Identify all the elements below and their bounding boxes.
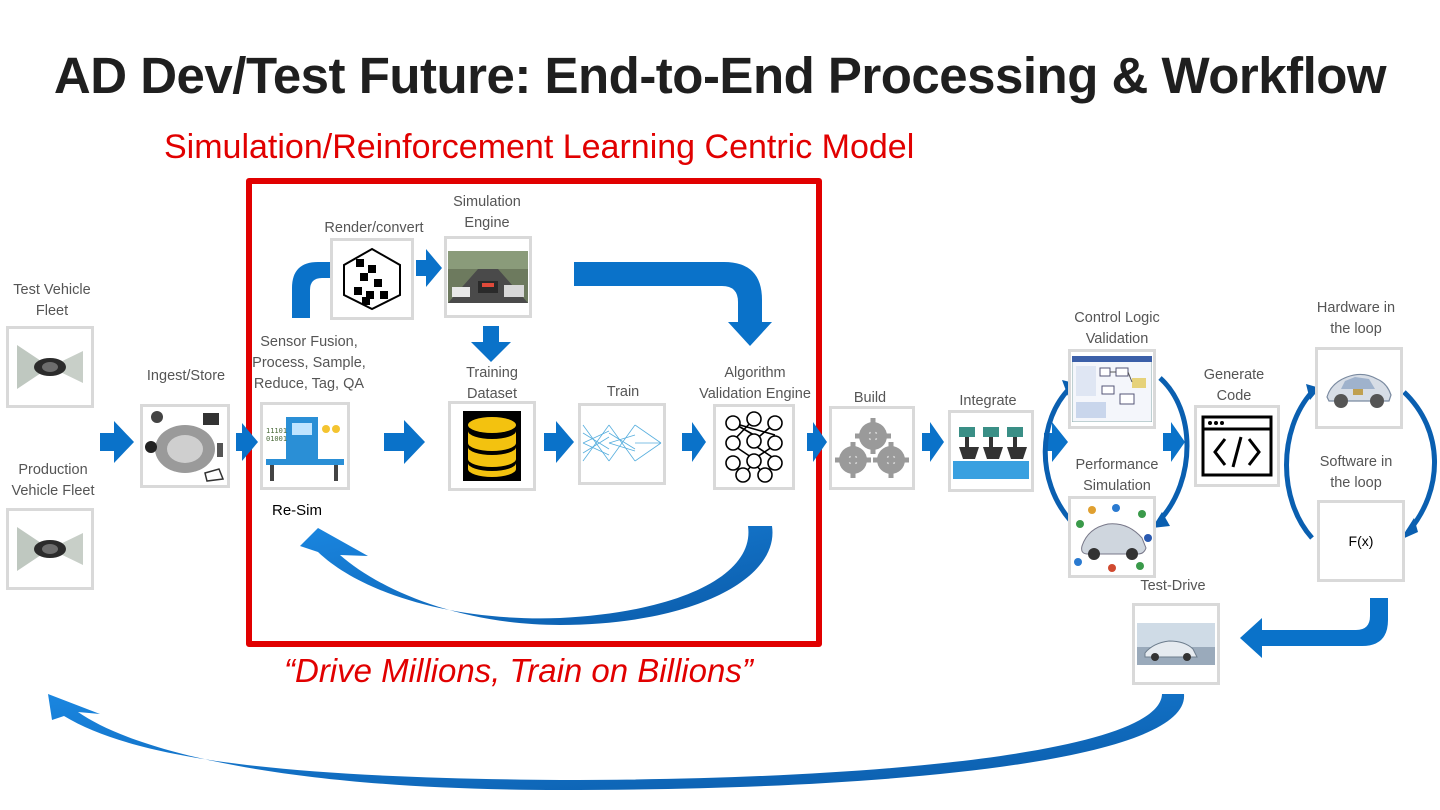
build-card	[829, 406, 915, 490]
neural-network-icon	[725, 411, 783, 483]
re-sim-label: Re-Sim	[272, 502, 323, 519]
vehicle-sensor-icon	[17, 527, 83, 571]
test-vehicle-fleet-card	[6, 326, 94, 408]
simulation-engine-label: Simulation Engine	[453, 194, 521, 231]
arrow-right	[416, 249, 442, 287]
loop-hil-right	[1402, 390, 1437, 534]
hardware-in-loop-card	[1315, 347, 1403, 429]
test-drive-image	[1137, 623, 1215, 665]
generate-code-card	[1194, 405, 1280, 487]
arrow-elbow	[1240, 598, 1388, 658]
build-label: Build	[853, 390, 887, 406]
software-in-loop-card: F(x)	[1317, 500, 1405, 582]
simulation-model-box	[246, 178, 822, 647]
simulation-engine-card	[444, 236, 532, 318]
feedback-swoosh	[48, 694, 1185, 790]
integrate-card	[948, 410, 1034, 492]
control-logic-screenshot	[1072, 356, 1152, 422]
performance-simulation-label: Performance Simulation	[1075, 457, 1159, 494]
tagline: “Drive Millions, Train on Billions”	[284, 652, 753, 689]
arrow-right	[100, 421, 134, 463]
render-convert-card	[330, 238, 414, 320]
arrow-right	[236, 423, 258, 461]
performance-car-icon	[1074, 504, 1152, 572]
car-cutaway-image	[1326, 373, 1392, 408]
production-vehicle-fleet-label: Production Vehicle Fleet	[11, 462, 95, 499]
sensor-fusion-label: Sensor Fusion, Process, Sample, Reduce, …	[252, 334, 366, 392]
factory-processing-icon: 11101 01001	[266, 417, 344, 481]
loop-right	[1158, 376, 1190, 522]
integrate-label: Integrate	[959, 393, 1017, 409]
ingest-store-card	[140, 404, 230, 488]
train-card	[578, 403, 666, 485]
database-icon	[463, 411, 521, 481]
render-convert-label: Render/convert	[324, 220, 424, 236]
ingest-store-label: Ingest/Store	[146, 368, 226, 384]
test-drive-label: Test-Drive	[1140, 578, 1206, 594]
svg-text:01001: 01001	[266, 435, 287, 443]
software-in-loop-label: Software in the loop	[1319, 454, 1393, 491]
arrow-right	[384, 420, 425, 464]
generate-code-label: Generate Code	[1203, 367, 1265, 404]
arrow-elbow	[574, 262, 772, 346]
vehicle-sensor-icon	[17, 345, 83, 389]
control-logic-validation-card	[1068, 349, 1156, 429]
model-subtitle: Simulation/Reinforcement Learning Centri…	[164, 128, 915, 166]
arrow-elbow	[292, 262, 334, 318]
re-sim-swoosh	[300, 526, 773, 625]
performance-simulation-card	[1068, 496, 1156, 578]
test-drive-card	[1132, 603, 1220, 685]
training-dataset-card	[448, 401, 536, 491]
sensor-fusion-card: 11101 01001	[260, 402, 350, 490]
algorithm-validation-label: Algorithm Validation Engine	[699, 365, 811, 402]
integration-plugs-icon	[953, 427, 1029, 479]
software-fx-text: F(x)	[1348, 533, 1374, 549]
page-title: AD Dev/Test Future: End-to-End Processin…	[53, 47, 1387, 104]
loop-hil-left	[1284, 390, 1314, 540]
arrow-down	[471, 326, 511, 362]
algorithm-validation-card	[713, 404, 795, 490]
arrow-right	[544, 421, 574, 463]
hexagon-cubes-icon	[343, 247, 401, 311]
training-dataset-label: Training Dataset	[466, 365, 518, 402]
production-vehicle-fleet-card	[6, 508, 94, 590]
arrow-right	[1163, 422, 1185, 462]
svg-text:11101: 11101	[266, 427, 287, 435]
driving-simulation-image	[448, 251, 528, 303]
test-vehicle-fleet-label: Test Vehicle Fleet	[13, 282, 91, 319]
arrow-right	[1044, 422, 1068, 462]
arrow-right	[682, 422, 706, 462]
loop-left	[1042, 386, 1072, 522]
arrow-right	[807, 422, 827, 462]
sensor-data-collage-icon	[145, 411, 225, 482]
control-logic-validation-label: Control Logic Validation	[1074, 310, 1160, 347]
hardware-in-loop-label: Hardware in the loop	[1316, 300, 1396, 337]
code-window-icon	[1201, 415, 1273, 477]
arrow-right	[922, 422, 944, 462]
train-label: Train	[606, 384, 640, 400]
gears-icon	[835, 418, 909, 478]
neural-net-image	[582, 424, 662, 462]
